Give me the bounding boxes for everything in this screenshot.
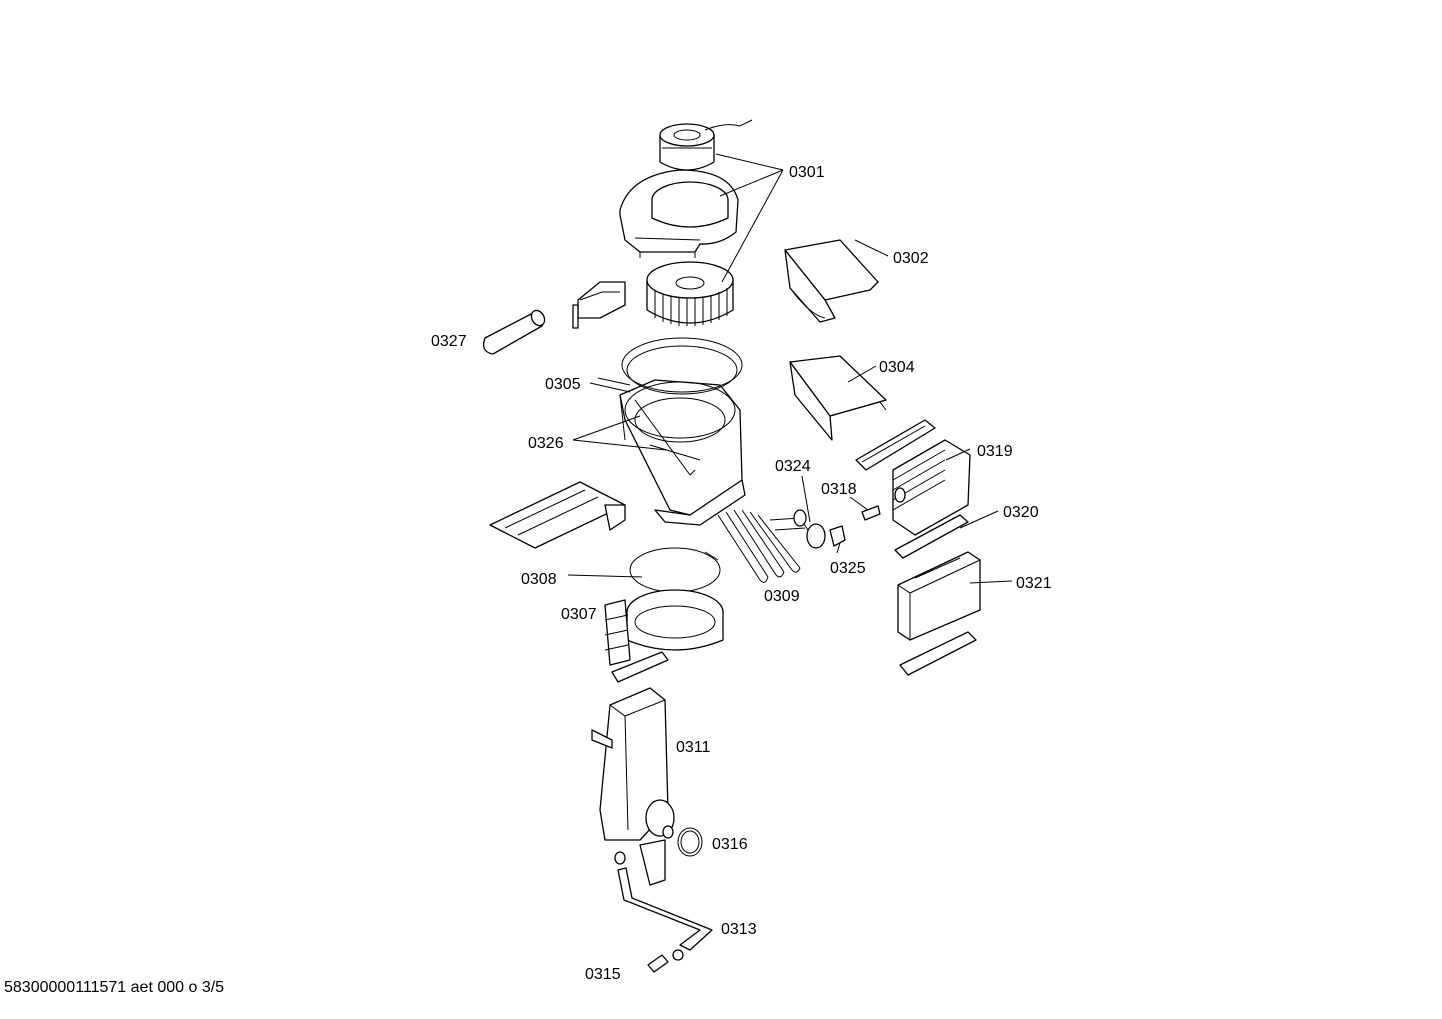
fan-motor <box>659 119 753 171</box>
label-0324: 0324 <box>775 458 811 475</box>
label-0319: 0319 <box>977 443 1013 460</box>
container-seal <box>899 631 977 676</box>
label-0311: 0311 <box>676 739 711 756</box>
drain-hose <box>614 851 713 951</box>
condenser <box>892 439 971 536</box>
label-0305: 0305 <box>545 376 581 393</box>
thermostat <box>793 505 881 549</box>
document-reference-footer: 58300000111571 aet 000 o 3/5 <box>4 979 225 996</box>
o-ring <box>662 825 703 857</box>
label-0302: 0302 <box>893 250 929 267</box>
air-duct-elbow <box>604 589 724 683</box>
label-0308: 0308 <box>521 571 557 588</box>
duct-cover <box>784 239 879 323</box>
label-0316: 0316 <box>712 836 748 853</box>
label-0313: 0313 <box>721 921 757 938</box>
duct-seal-ring <box>629 547 721 593</box>
label-0318: 0318 <box>821 481 857 498</box>
label-0304: 0304 <box>879 359 915 376</box>
hose-connector <box>647 949 684 973</box>
label-0301: 0301 <box>789 164 825 181</box>
mounting-bracket <box>572 281 626 329</box>
label-0321: 0321 <box>1016 575 1052 592</box>
label-0325: 0325 <box>830 560 866 577</box>
condenser-seal <box>855 419 936 471</box>
label-0315: 0315 <box>585 966 621 983</box>
water-container <box>897 551 981 641</box>
mounting-plate <box>489 481 626 549</box>
capacitor <box>482 309 546 355</box>
label-0326: 0326 <box>528 435 564 452</box>
leader-lines <box>567 153 1013 584</box>
air-guide <box>789 355 887 441</box>
label-0327: 0327 <box>431 333 467 350</box>
gasket <box>894 514 969 559</box>
fan-housing <box>619 169 739 258</box>
heater-housing <box>597 337 746 526</box>
label-0307: 0307 <box>561 606 597 623</box>
part-labels: 0301 0302 0304 0305 0326 0327 0319 0324 … <box>431 164 1052 983</box>
fan-wheel <box>646 261 734 326</box>
lower-duct <box>591 687 675 886</box>
label-0320: 0320 <box>1003 504 1039 521</box>
label-0309: 0309 <box>764 588 800 605</box>
